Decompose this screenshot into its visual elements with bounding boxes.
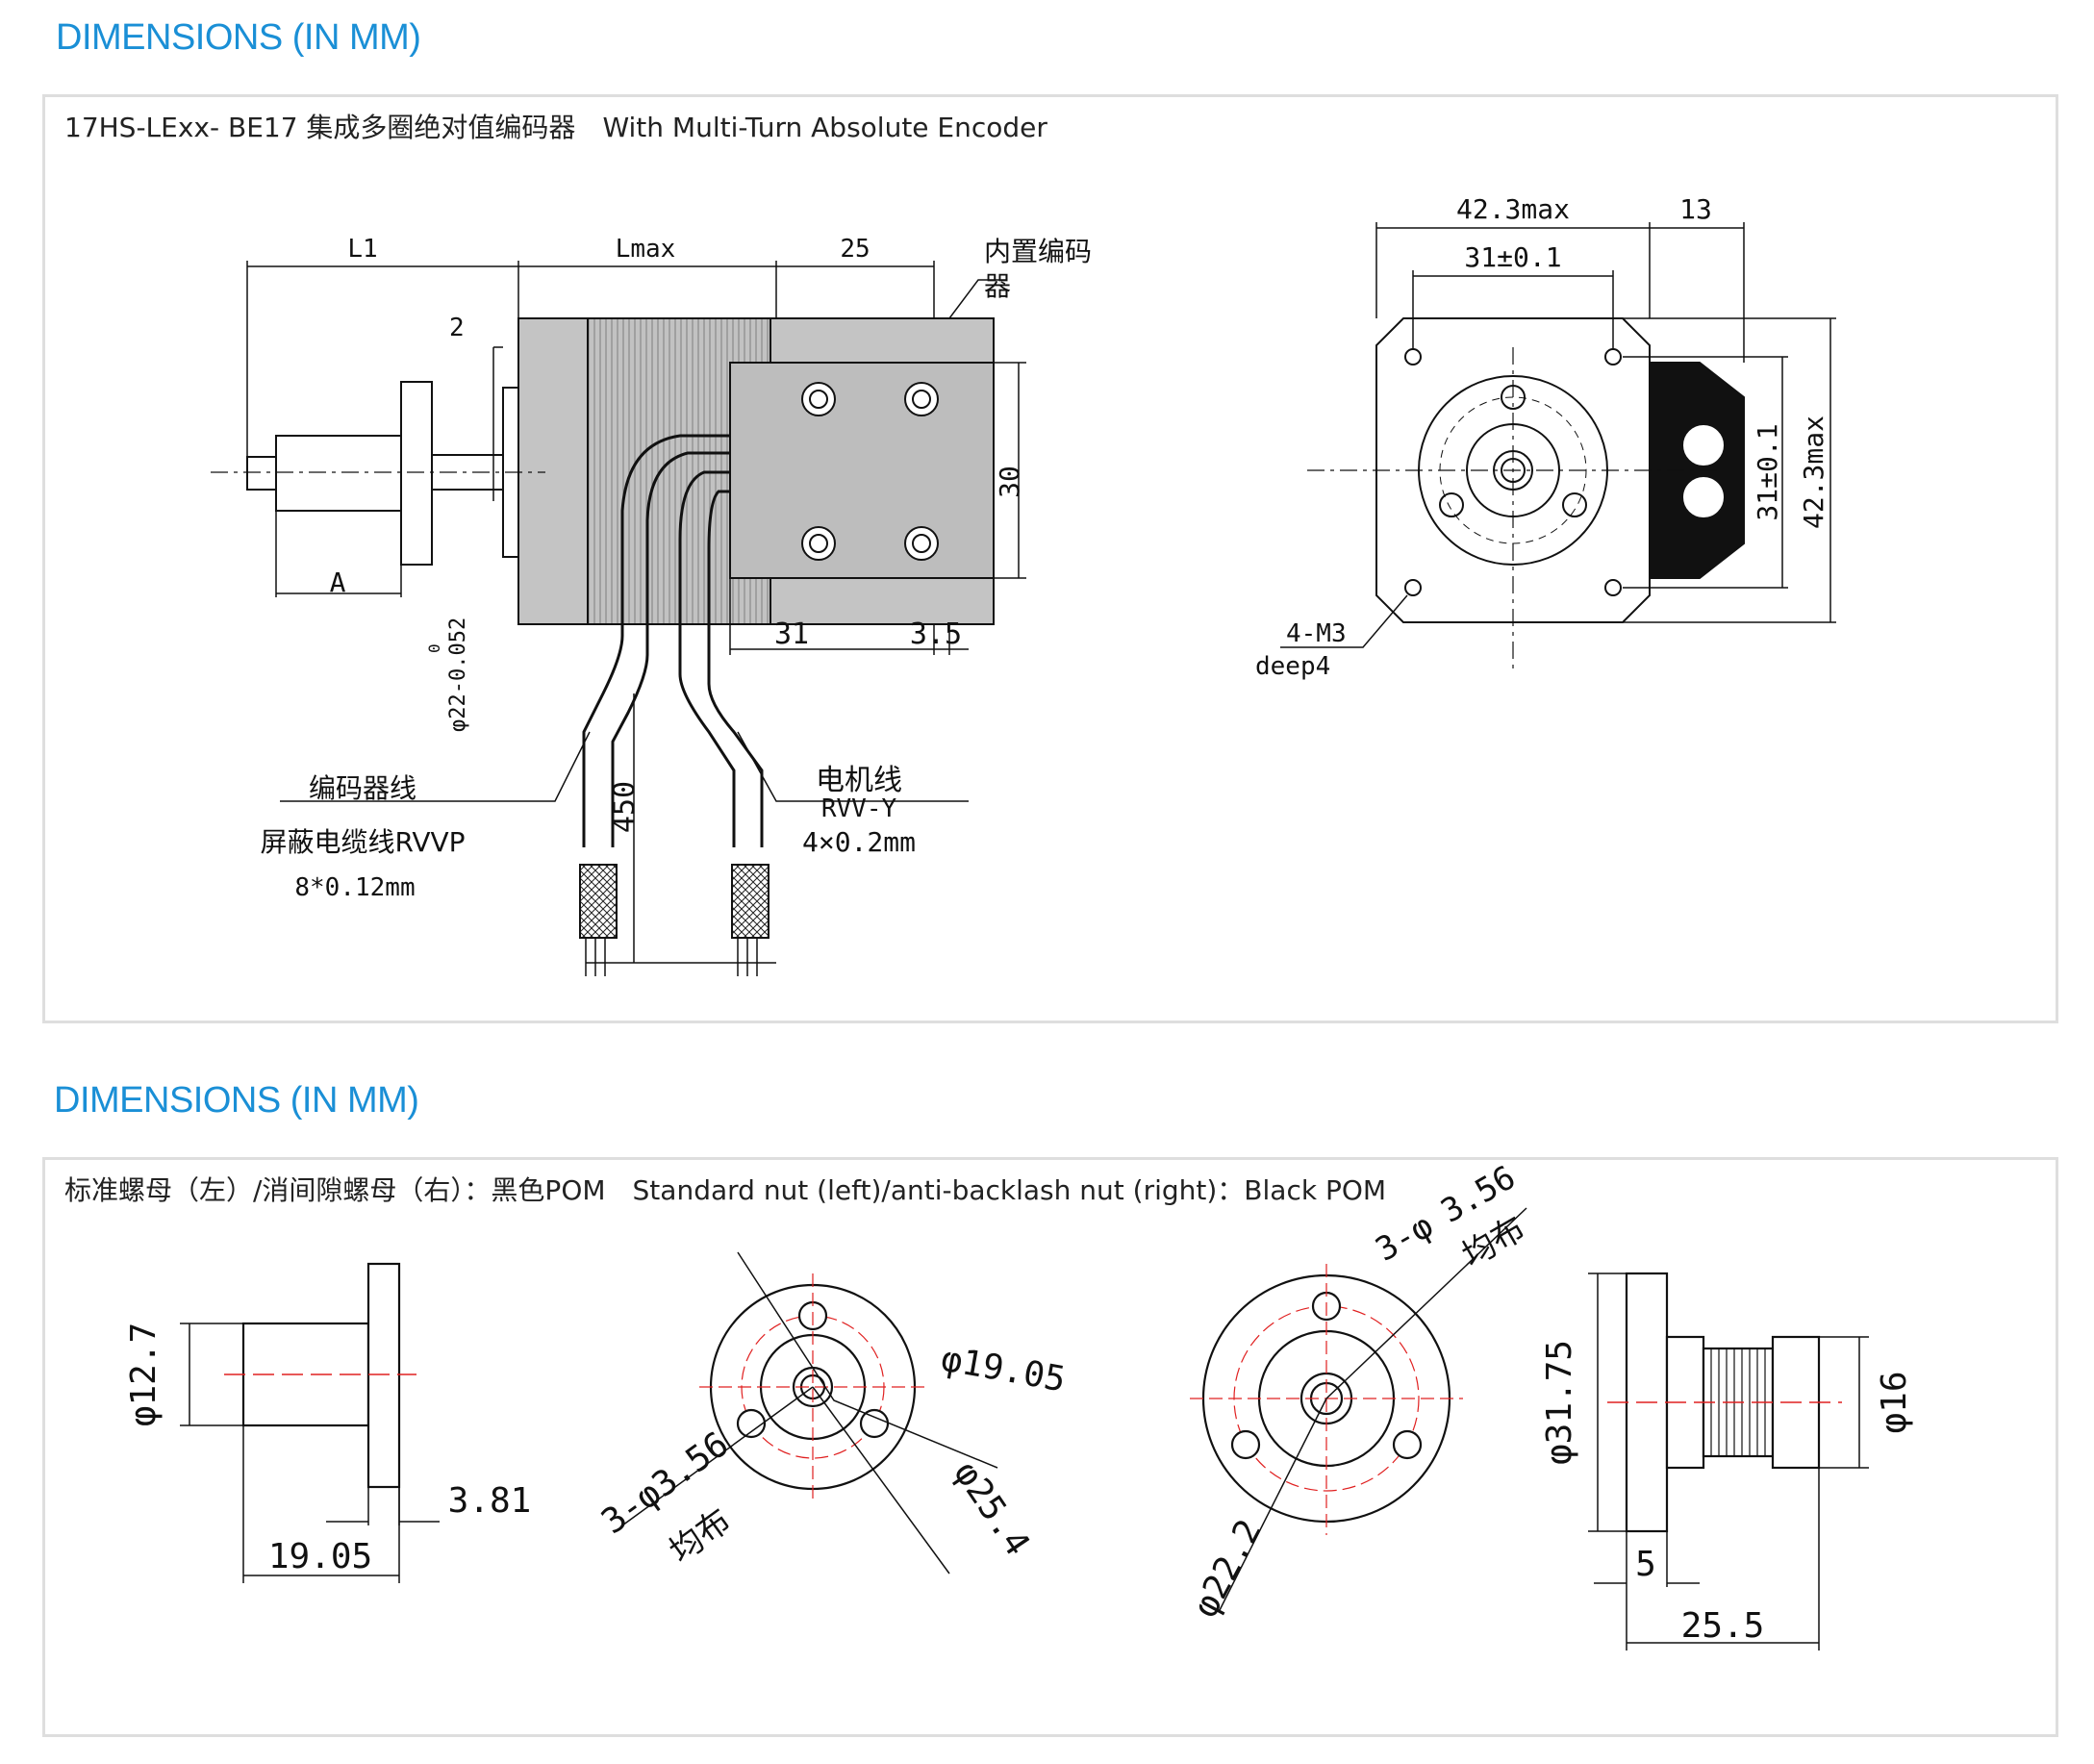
dim-25-4-dia: φ25.4	[946, 1454, 1038, 1563]
shaft-tip	[246, 456, 277, 491]
dim-25-5: 25.5	[1681, 1606, 1765, 1646]
dim-25: 25	[840, 235, 870, 264]
dim-2: 2	[449, 314, 465, 342]
motor-cable-spec: 4×0.2mm	[802, 826, 916, 858]
motor-front-view	[1307, 317, 1745, 674]
antibacklash-nut-front-dimensions	[1218, 1207, 1527, 1613]
encoder-wire-label: 编码器线	[309, 772, 416, 804]
motor-front-cap	[517, 317, 589, 625]
dim-a: A	[330, 567, 346, 598]
dim-22-2-dia: φ22.2	[1186, 1513, 1270, 1624]
dim-30: 30	[994, 466, 1025, 498]
motor-wire-label: 电机线	[816, 764, 902, 797]
dim-31-75: φ31.75	[1540, 1340, 1579, 1465]
nut-caption-cn: 标准螺母（左）/消间隙螺母（右）：黑色POM	[64, 1174, 606, 1206]
encoder-cable-spec: 8*0.12mm	[294, 873, 415, 902]
nut-flange	[400, 381, 433, 566]
standard-nut-flange	[366, 1262, 401, 1489]
encoder-cable-braid	[579, 864, 618, 939]
dim-3-81: 3.81	[448, 1481, 532, 1521]
dim-31-width: 31±0.1	[1464, 241, 1561, 273]
nut-drawing: φ12.7 3.81 19.05 3-φ3.56 均布 φ19.05 φ25.4	[124, 1160, 1914, 1651]
dim-shaft-dia: φ22-0.052	[446, 617, 470, 732]
motor-caption-en: With Multi-Turn Absolute Encoder	[602, 112, 1047, 143]
encoder-housing	[729, 362, 995, 579]
antibacklash-dimensions	[1588, 1273, 1869, 1651]
dim-5: 5	[1635, 1545, 1656, 1584]
motor-drawing: L1 Lmax 25 内置编码 器 2 30 A φ22-0.052 0 31 …	[211, 193, 1836, 976]
dim-31-side: 31	[774, 617, 809, 651]
section-heading-1: DIMENSIONS (IN MM)	[56, 17, 421, 58]
even-spacing-1: 均布	[663, 1501, 739, 1571]
nut-body	[275, 435, 402, 512]
dim-12-7: φ12.7	[124, 1323, 164, 1426]
dim-31-height: 31±0.1	[1752, 423, 1783, 520]
dim-450: 450	[608, 781, 642, 833]
dim-shaft-tol: 0	[425, 643, 443, 653]
dim-19-05-dia: φ19.05	[938, 1339, 1068, 1399]
dim-42-3-width: 42.3max	[1456, 193, 1570, 225]
dim-l1: L1	[347, 235, 377, 264]
motor-cable-label: RVV-Y	[821, 794, 897, 823]
encoder-cable-label: 屏蔽电缆线RVVP	[260, 826, 465, 858]
dim-13: 13	[1679, 193, 1712, 225]
front-dimensions	[1280, 222, 1836, 648]
holes-depth-label: deep4	[1255, 652, 1330, 681]
encoder-label-2: 器	[984, 270, 1011, 302]
standard-nut-dimensions	[180, 1323, 440, 1583]
side-dimensions	[246, 261, 1026, 964]
dim-3-5: 3.5	[910, 617, 962, 651]
motor-side-view	[211, 317, 995, 976]
encoder-label-1: 内置编码	[984, 236, 1092, 267]
nut-caption: 标准螺母（左）/消间隙螺母（右）：黑色POM Standard nut (left…	[64, 1170, 1413, 1208]
motor-caption: 17HS-LExx- BE17 集成多圈绝对值编码器 With Multi-Tur…	[64, 107, 1074, 145]
dim-holes-2a: 3-φ	[1370, 1206, 1440, 1269]
dim-lmax: Lmax	[616, 235, 676, 264]
motor-caption-model: 17HS-LExx- BE17 集成多圈绝对值编码器	[64, 112, 576, 143]
dim-16: φ16	[1875, 1371, 1914, 1433]
holes-label: 4-M3	[1286, 619, 1347, 648]
dim-42-3-height: 42.3max	[1798, 416, 1829, 529]
motor-cable-braid	[731, 864, 769, 939]
motor-drawing-panel: 17HS-LExx- BE17 集成多圈绝对值编码器 With Multi-Tur…	[42, 94, 2058, 1023]
dim-19-05: 19.05	[268, 1537, 372, 1576]
standard-nut-front-dimensions	[621, 1251, 998, 1575]
encoder-screws	[801, 382, 939, 561]
nut-drawing-panel: 标准螺母（左）/消间隙螺母（右）：黑色POM Standard nut (left…	[42, 1157, 2058, 1737]
nut-caption-en: Standard nut (left)/anti-backlash nut (r…	[632, 1174, 1387, 1206]
section-heading-2: DIMENSIONS (IN MM)	[54, 1080, 419, 1121]
standard-nut-side	[241, 1262, 401, 1489]
